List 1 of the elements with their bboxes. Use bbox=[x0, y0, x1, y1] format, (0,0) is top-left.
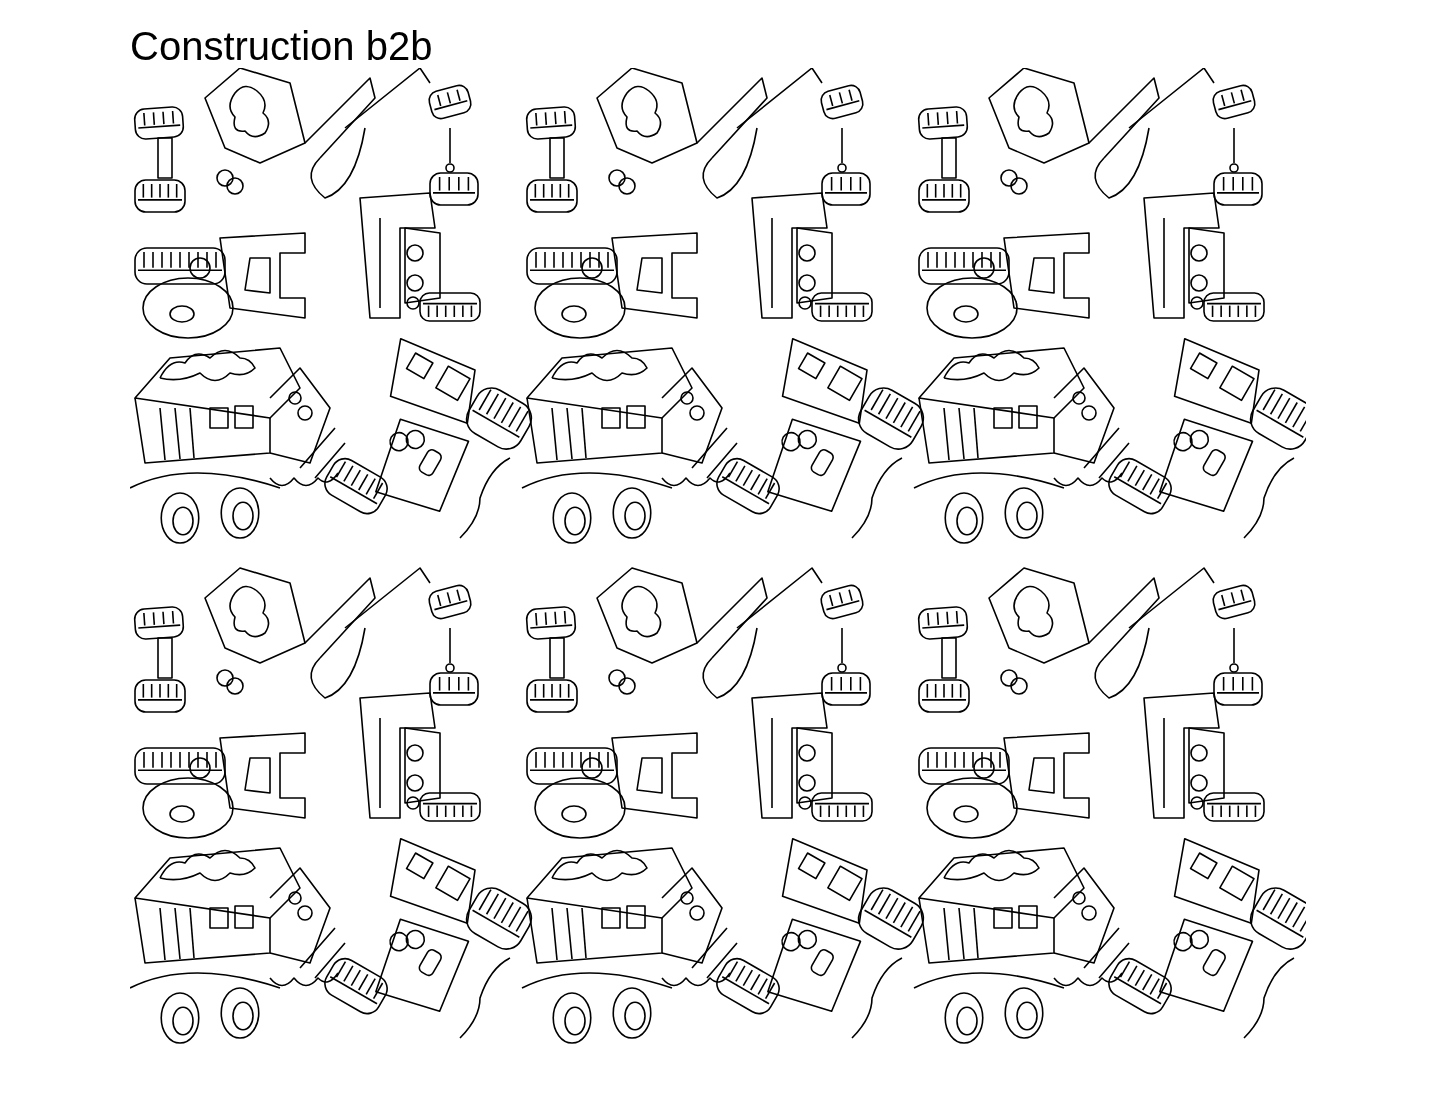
pattern-title: Construction b2b bbox=[130, 23, 433, 70]
